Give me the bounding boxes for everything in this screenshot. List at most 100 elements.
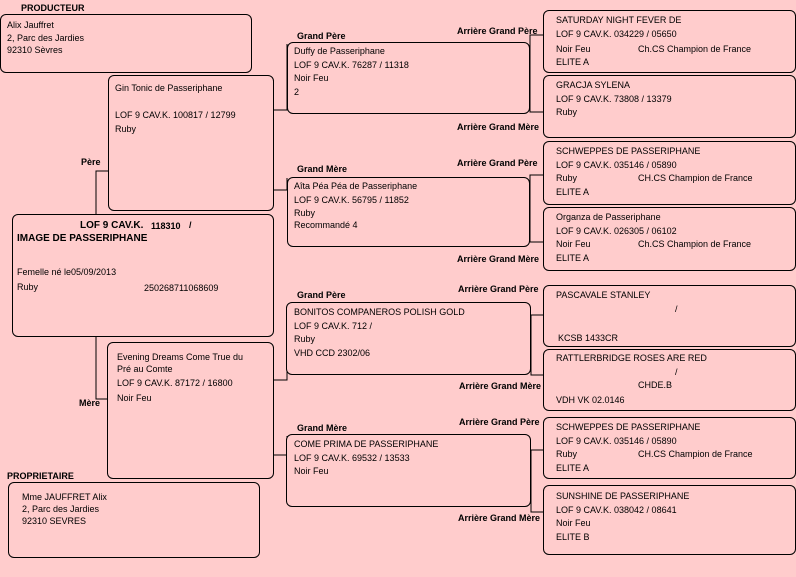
proprietaire-address: 2, Parc des Jardies [22, 504, 100, 514]
agp-5-slash: / [675, 367, 678, 377]
mere-name-line2: Pré au Comte [117, 364, 173, 374]
agp-3-name: Organza de Passeriphane [556, 212, 661, 222]
agp-4-name: PASCAVALE STANLEY [556, 290, 651, 300]
proprietaire-label: PROPRIETAIRE [7, 471, 74, 481]
producteur-box: Alix Jauffret 2, Parc des Jardies 92310 … [0, 14, 252, 73]
agp-5-label: Arrière Grand Mère [459, 381, 542, 391]
agp-3-box: Organza de Passeriphane LOF 9 CAV.K. 026… [543, 207, 796, 271]
gm2-lof: LOF 9 CAV.K. 69532 / 13533 [294, 453, 410, 463]
proprietaire-box: Mme JAUFFRET Alix 2, Parc des Jardies 92… [8, 482, 260, 558]
agp-1-label: Arrière Grand Mère [457, 122, 540, 132]
agp-2-title: CH.CS Champion de France [638, 173, 753, 183]
gp1-extra: 2 [294, 87, 300, 97]
agp-2-name: SCHWEPPES DE PASSERIPHANE [556, 146, 701, 156]
grand-mere-1-label: Grand Mère [297, 164, 348, 174]
agp-2-color: Ruby [556, 173, 578, 183]
grand-pere-2-box: BONITOS COMPANEROS POLISH GOLD LOF 9 CAV… [286, 302, 531, 375]
producteur-address: 2, Parc des Jardies [7, 33, 85, 43]
grand-pere-1-box: Duffy de Passeriphane LOF 9 CAV.K. 76287… [287, 42, 530, 114]
agp-7-name: SUNSHINE DE PASSERIPHANE [556, 491, 690, 501]
pere-label: Père [81, 157, 101, 167]
subject-slash: / [189, 220, 192, 230]
pere-name: Gin Tonic de Passeriphane [115, 83, 223, 93]
gm2-name: COME PRIMA DE PASSERIPHANE [294, 439, 439, 449]
agp-2-label: Arrière Grand Père [457, 158, 538, 168]
agp-3-lof: LOF 9 CAV.K. 026305 / 06102 [556, 226, 677, 236]
gp2-extra: VHD CCD 2302/06 [294, 348, 371, 358]
producteur-name: Alix Jauffret [7, 20, 54, 30]
agp-7-lof: LOF 9 CAV.K. 038042 / 08641 [556, 505, 677, 515]
agp-5-box: RATTLERBRIDGE ROSES ARE RED / CHDE.B VDH… [543, 349, 796, 411]
gp2-lof: LOF 9 CAV.K. 712 / [294, 321, 373, 331]
subject-number: 118310 [151, 221, 181, 231]
agp-0-title: Ch.CS Champion de France [638, 44, 752, 54]
gp1-name: Duffy de Passeriphane [294, 46, 385, 56]
pere-box: Gin Tonic de Passeriphane LOF 9 CAV.K. 1… [108, 75, 274, 211]
agp-1-color: Ruby [556, 107, 578, 117]
mere-label: Mère [79, 398, 101, 408]
subject-chip: 250268711068609 [144, 283, 219, 293]
gm2-color: Noir Feu [294, 466, 329, 476]
gm1-name: Aîta Péa Péa de Passeriphane [294, 181, 418, 191]
agp-4-extra: KCSB 1433CR [558, 333, 619, 343]
subject-sex-birth: Femelle né le05/09/2013 [17, 267, 117, 277]
producteur-label: PRODUCTEUR [21, 3, 85, 13]
grand-pere-2-label: Grand Père [297, 290, 346, 300]
agp-7-color: Noir Feu [556, 518, 591, 528]
agp-6-label: Arrière Grand Père [459, 417, 540, 427]
gp2-name: BONITOS COMPANEROS POLISH GOLD [294, 307, 465, 317]
gm1-extra: Recommandé 4 [294, 220, 358, 230]
agp-2-box: SCHWEPPES DE PASSERIPHANE LOF 9 CAV.K. 0… [543, 141, 796, 205]
agp-5-title: CHDE.B [638, 380, 673, 390]
agp-4-slash: / [675, 304, 678, 314]
gm1-color: Ruby [294, 208, 316, 218]
gm1-lof: LOF 9 CAV.K. 56795 / 11852 [294, 195, 409, 205]
agp-0-lof: LOF 9 CAV.K. 034229 / 05650 [556, 29, 677, 39]
grand-pere-1-label: Grand Père [297, 31, 346, 41]
agp-3-elite: ELITE A [556, 253, 590, 263]
agp-6-box: SCHWEPPES DE PASSERIPHANE LOF 9 CAV.K. 0… [543, 417, 796, 479]
agp-3-label: Arrière Grand Mère [457, 254, 540, 264]
subject-color: Ruby [17, 282, 39, 292]
agp-3-title: Ch.CS Champion de France [638, 239, 752, 249]
agp-6-elite: ELITE A [556, 463, 590, 473]
agp-6-lof: LOF 9 CAV.K. 035146 / 05890 [556, 436, 677, 446]
pere-lof: LOF 9 CAV.K. 100817 / 12799 [115, 110, 236, 120]
agp-0-color: Noir Feu [556, 44, 591, 54]
gp1-color: Noir Feu [294, 73, 329, 83]
agp-1-name: GRACJA SYLENA [556, 80, 631, 90]
mere-color: Noir Feu [117, 393, 152, 403]
gp1-lof: LOF 9 CAV.K. 76287 / 11318 [294, 60, 409, 70]
agp-6-name: SCHWEPPES DE PASSERIPHANE [556, 422, 701, 432]
mere-name-line1: Evening Dreams Come True du [117, 352, 244, 362]
gp2-color: Ruby [294, 334, 316, 344]
agp-4-box: PASCAVALE STANLEY / KCSB 1433CR [543, 285, 796, 347]
agp-2-elite: ELITE A [556, 187, 590, 197]
agp-3-color: Noir Feu [556, 239, 591, 249]
agp-6-color: Ruby [556, 449, 578, 459]
agp-2-lof: LOF 9 CAV.K. 035146 / 05890 [556, 160, 677, 170]
grand-mere-1-box: Aîta Péa Péa de Passeriphane LOF 9 CAV.K… [287, 177, 530, 247]
agp-0-name: SATURDAY NIGHT FEVER DE [556, 15, 682, 25]
agp-7-box: SUNSHINE DE PASSERIPHANE LOF 9 CAV.K. 03… [543, 485, 796, 555]
agp-4-label: Arrière Grand Père [458, 284, 539, 294]
agp-0-label: Arrière Grand Père [457, 26, 538, 36]
agp-5-name: RATTLERBRIDGE ROSES ARE RED [556, 353, 707, 363]
agp-0-elite: ELITE A [556, 57, 590, 67]
agp-7-elite: ELITE B [556, 532, 590, 542]
agp-6-title: CH.CS Champion de France [638, 449, 753, 459]
producteur-city: 92310 Sèvres [7, 45, 63, 55]
agp-7-label: Arrière Grand Mère [458, 513, 541, 523]
subject-box: LOF 9 CAV.K. 118310 / IMAGE DE PASSERIPH… [12, 214, 274, 337]
agp-5-extra: VDH VK 02.0146 [556, 395, 625, 405]
agp-1-box: GRACJA SYLENA LOF 9 CAV.K. 73808 / 13379… [543, 75, 796, 138]
subject-name: IMAGE DE PASSERIPHANE [17, 233, 148, 244]
proprietaire-city: 92310 SEVRES [22, 516, 87, 526]
proprietaire-name: Mme JAUFFRET Alix [22, 492, 107, 502]
pere-color: Ruby [115, 124, 137, 134]
agp-1-lof: LOF 9 CAV.K. 73808 / 13379 [556, 94, 672, 104]
mere-box: Evening Dreams Come True du Pré au Comte… [107, 342, 274, 479]
grand-mere-2-label: Grand Mère [297, 423, 348, 433]
agp-0-box: SATURDAY NIGHT FEVER DE LOF 9 CAV.K. 034… [543, 10, 796, 73]
mere-lof: LOF 9 CAV.K. 87172 / 16800 [117, 378, 233, 388]
